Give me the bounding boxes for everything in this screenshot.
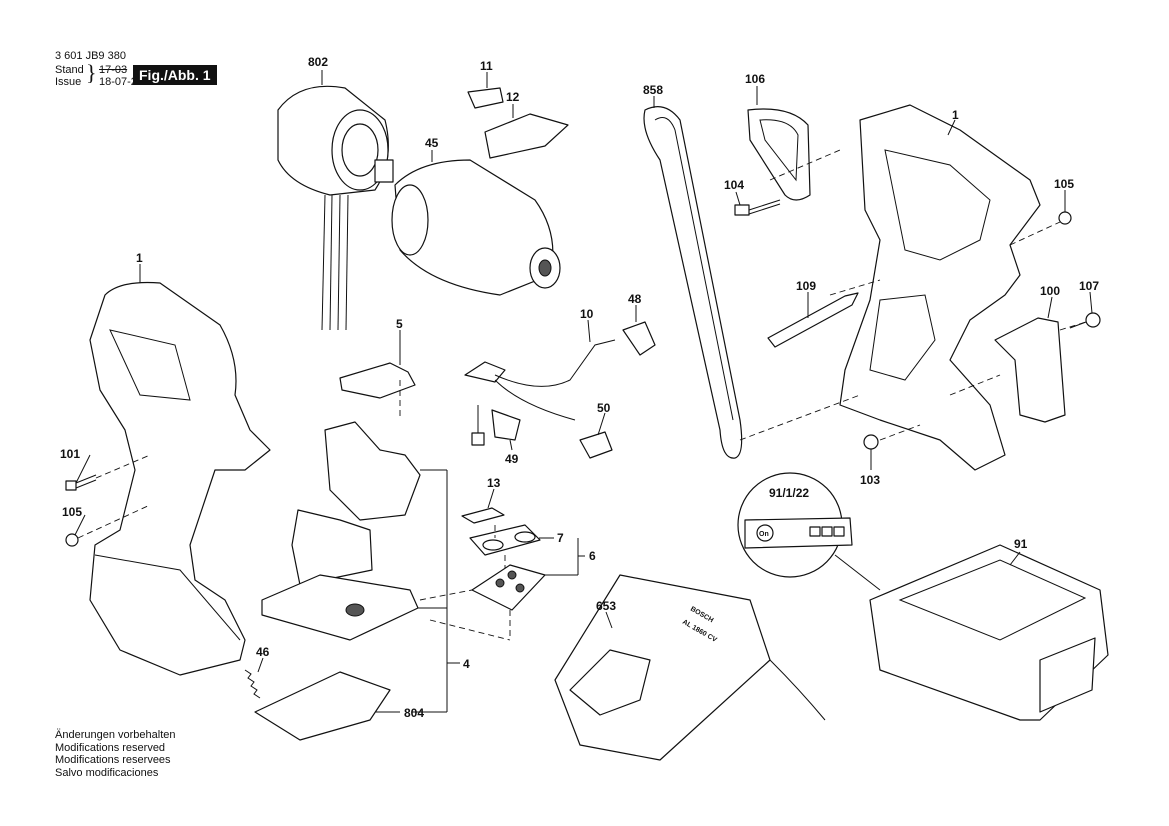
label-103: 103: [860, 473, 880, 487]
wiring-part: [464, 339, 616, 446]
header-brace: }: [86, 60, 97, 85]
label-101: 101: [60, 447, 80, 461]
figure-label: Fig./Abb. 1: [133, 65, 217, 85]
label-48: 48: [628, 292, 642, 306]
on-label: On: [759, 531, 769, 538]
part-50: [579, 431, 613, 459]
label-802: 802: [308, 55, 328, 69]
housing-left-part: [89, 281, 271, 676]
screw-101-part: [65, 474, 97, 491]
detail-circle: On: [737, 472, 881, 591]
label-11: 11: [480, 59, 493, 73]
screw-107-part: [1069, 312, 1101, 329]
cover-part: [484, 113, 569, 159]
label-105-right: 105: [1054, 177, 1074, 191]
label-7: 7: [557, 531, 564, 545]
label-10: 10: [580, 307, 594, 321]
switch-part: [261, 421, 421, 641]
strap-part: [643, 106, 743, 459]
gear-housing-part: [391, 159, 561, 296]
spring-part: [244, 669, 261, 699]
screw-105-right-part: [1058, 211, 1072, 225]
label-109: 109: [796, 279, 816, 293]
label-49: 49: [505, 452, 519, 466]
stand-value: 17-03: [99, 64, 128, 76]
label-1-left: 1: [136, 251, 143, 265]
modification-notes: Änderungen vorbehalten Modifications res…: [55, 729, 175, 779]
note-spanish: Salvo modificaciones: [55, 766, 159, 779]
label-100: 100: [1040, 284, 1060, 298]
charger-part: BOSCH AL 1860 CV: [554, 574, 826, 761]
screw-104-part: [734, 199, 781, 216]
pad-6-part: [471, 564, 546, 611]
label-91: 91: [1014, 537, 1028, 551]
battery-part: [869, 544, 1109, 721]
label-107: 107: [1079, 279, 1099, 293]
clip-part: [467, 87, 504, 109]
screw-105-left-part: [65, 533, 79, 547]
note-german: Änderungen vorbehalten: [55, 729, 176, 741]
label-91-1-22: 91/1/22: [769, 486, 809, 500]
part-48: [622, 321, 656, 356]
label-6: 6: [589, 549, 596, 563]
part-49: [491, 409, 521, 441]
label-5: 5: [396, 317, 403, 331]
motor-part: [277, 85, 394, 331]
nut-103-part: [863, 434, 879, 450]
issue-label: Issue: [55, 76, 82, 88]
label-653: 653: [596, 599, 616, 613]
label-12: 12: [506, 90, 520, 104]
stand-label: Stand: [55, 64, 84, 76]
label-4: 4: [463, 657, 470, 671]
pad-13-part: [461, 507, 505, 524]
note-french: Modifications reservees: [55, 754, 171, 766]
label-50: 50: [597, 401, 611, 415]
doc-number: 3 601 JB9 380: [55, 50, 126, 62]
housing-right-part: [839, 104, 1041, 471]
label-1-right: 1: [952, 108, 959, 122]
bit-part: [767, 292, 859, 348]
base-plate-part: [254, 671, 391, 741]
label-46: 46: [256, 645, 270, 659]
label-104: 104: [724, 178, 744, 192]
label-804: 804: [404, 706, 424, 720]
issue-value: 18-07-26: [99, 76, 144, 88]
note-english: Modifications reserved: [55, 741, 166, 754]
strap-clip-part: [747, 108, 811, 201]
label-13: 13: [487, 476, 501, 490]
switch-slide-part: [339, 362, 416, 399]
label-105-left: 105: [62, 505, 82, 519]
label-858: 858: [643, 83, 663, 97]
label-106: 106: [745, 72, 765, 86]
belt-clip-part: [994, 317, 1066, 423]
label-45: 45: [425, 136, 439, 150]
